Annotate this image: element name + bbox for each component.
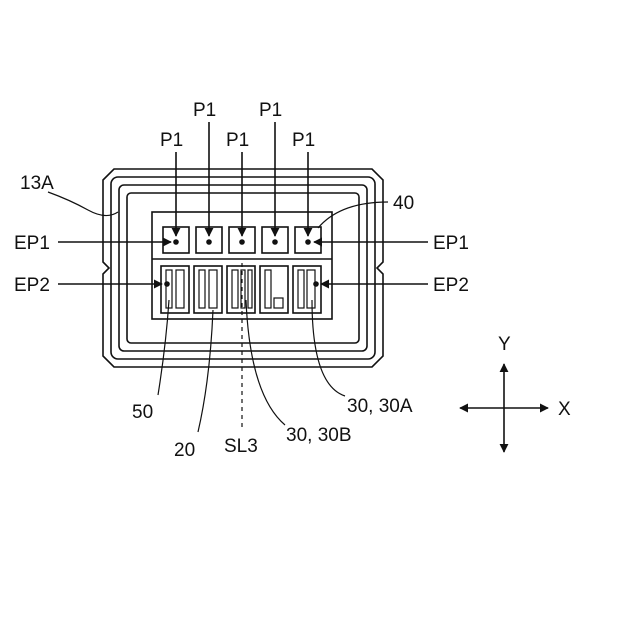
contact-point bbox=[239, 239, 245, 245]
lower-cell bbox=[194, 266, 222, 313]
leader-40 bbox=[318, 202, 388, 228]
lower-cell bbox=[161, 266, 189, 313]
axis-indicator: Y X bbox=[460, 334, 571, 452]
terminal-detail bbox=[248, 270, 252, 308]
label-20: 20 bbox=[174, 440, 195, 461]
housing-inner-ring-2 bbox=[119, 185, 367, 351]
terminal-detail bbox=[265, 270, 271, 308]
terminal-detail bbox=[199, 270, 205, 308]
leader-13a bbox=[48, 192, 118, 216]
label-13a: 13A bbox=[20, 173, 54, 194]
p1-label: P1 bbox=[259, 100, 282, 121]
label-ep2-left: EP2 bbox=[14, 275, 50, 296]
contact-point bbox=[164, 281, 170, 287]
contact-point bbox=[272, 239, 278, 245]
axis-x-label: X bbox=[558, 399, 571, 420]
label-30a: 30, 30A bbox=[347, 396, 413, 417]
contact-point bbox=[305, 239, 311, 245]
terminal-detail bbox=[176, 270, 184, 308]
lower-cells bbox=[161, 266, 321, 313]
terminal-detail bbox=[232, 270, 238, 308]
housing-inner-ring-3 bbox=[127, 193, 359, 343]
terminal-detail bbox=[209, 270, 217, 308]
p1-label: P1 bbox=[226, 130, 249, 151]
housing-outline bbox=[103, 169, 383, 367]
leader-20 bbox=[198, 310, 213, 432]
terminal-detail bbox=[274, 298, 283, 308]
p1-label: P1 bbox=[193, 100, 216, 121]
label-ep1-left: EP1 bbox=[14, 233, 50, 254]
label-sl3: SL3 bbox=[224, 436, 258, 457]
contact-point bbox=[313, 281, 319, 287]
axis-y-label: Y bbox=[498, 334, 511, 355]
p1-label: P1 bbox=[160, 130, 183, 151]
contact-point bbox=[173, 239, 179, 245]
label-50: 50 bbox=[132, 402, 153, 423]
leader-50 bbox=[158, 300, 169, 395]
label-30b: 30, 30B bbox=[286, 425, 352, 446]
terminal-detail bbox=[298, 270, 304, 308]
label-40: 40 bbox=[393, 193, 414, 214]
contact-point bbox=[206, 239, 212, 245]
leader-30a bbox=[312, 300, 345, 396]
p1-label: P1 bbox=[292, 130, 315, 151]
label-ep1-right: EP1 bbox=[433, 233, 469, 254]
label-ep2-right: EP2 bbox=[433, 275, 469, 296]
terminal-detail bbox=[307, 270, 315, 308]
housing-inner-ring-1 bbox=[111, 177, 375, 359]
